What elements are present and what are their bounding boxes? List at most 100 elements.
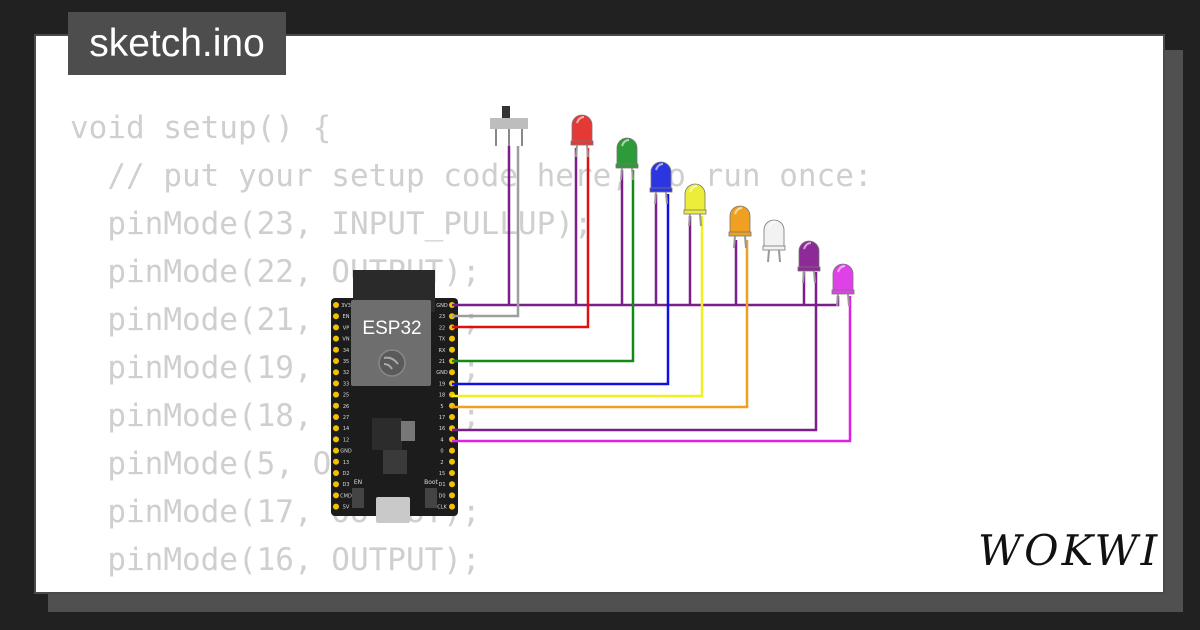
pin-label: 3V3 [341, 303, 351, 309]
en-button[interactable] [352, 488, 364, 508]
pin-label: 12 [343, 437, 349, 443]
pin-label: GND [340, 449, 352, 455]
pin-label: 15 [439, 471, 445, 477]
pin-label: 27 [343, 415, 349, 421]
pin-3V3[interactable] [333, 302, 339, 308]
pin-label: TX [438, 337, 446, 343]
pin-34[interactable] [333, 346, 339, 353]
wire[interactable] [452, 146, 520, 318]
wires [452, 146, 852, 443]
led-yellow[interactable] [683, 183, 707, 227]
pin-CMD[interactable] [333, 492, 339, 499]
pin-label: GND [436, 370, 448, 376]
pin-label: GND [436, 303, 448, 309]
pin-D3[interactable] [333, 481, 339, 488]
pin-33[interactable] [333, 380, 339, 387]
boot-label: Boot [424, 479, 438, 486]
code-line: pinMode(4, OUTPUT); [70, 584, 873, 592]
pin-label: 21 [439, 359, 445, 365]
boot-button[interactable] [425, 488, 437, 508]
chip-shield [351, 300, 431, 386]
filename-tab[interactable]: sketch.ino [68, 12, 286, 75]
esp32-board[interactable]: ESP32 EN Boot 3V3ENVPVN34353233252627141… [331, 270, 458, 523]
pin-17[interactable] [449, 414, 455, 420]
usb-chip [383, 450, 407, 474]
pin-D2[interactable] [333, 470, 339, 476]
pin-35[interactable] [333, 358, 339, 364]
slide-switch-icon[interactable] [490, 106, 528, 146]
wire[interactable] [452, 272, 818, 432]
pin-label: 25 [343, 393, 349, 399]
pin-GND[interactable] [449, 369, 455, 376]
pin-D0[interactable] [449, 492, 455, 499]
pin-label: 22 [439, 325, 445, 331]
led-white[interactable] [762, 219, 786, 263]
pin-5V[interactable] [333, 503, 339, 510]
code-card: void setup() { // put your setup code he… [34, 34, 1165, 594]
wire[interactable] [452, 240, 749, 409]
pin-12[interactable] [333, 436, 339, 443]
pin-label: 23 [439, 314, 445, 320]
pin-label: 4 [440, 437, 443, 443]
pin-VN[interactable] [333, 335, 339, 342]
led-red[interactable] [570, 114, 594, 158]
pin-RX[interactable] [449, 346, 455, 353]
left-pin-header: 3V3ENVPVN343532332526271412GND13D2D3CMD5… [333, 302, 352, 511]
wire[interactable] [452, 170, 635, 363]
pin-label: D1 [438, 482, 445, 488]
smd-part [401, 421, 415, 441]
pin-13[interactable] [333, 458, 339, 465]
code-line: // put your setup code here, to run once… [70, 158, 873, 194]
code-line: pinMode(23, INPUT_PULLUP); [70, 206, 593, 242]
pin-CLK[interactable] [449, 503, 455, 510]
espressif-icon [378, 349, 406, 377]
pin-label: D3 [342, 482, 349, 488]
pin-EN[interactable] [333, 313, 339, 320]
pin-26[interactable] [333, 402, 339, 409]
pin-label: 19 [439, 381, 445, 387]
pin-0[interactable] [449, 447, 455, 454]
led-orange[interactable] [728, 205, 752, 249]
led-purple[interactable] [797, 240, 821, 284]
filename-label: sketch.ino [89, 21, 265, 65]
led-green[interactable] [615, 137, 639, 181]
pin-15[interactable] [449, 470, 455, 476]
pin-label: 35 [343, 359, 349, 365]
pin-25[interactable] [333, 391, 339, 398]
usb-port[interactable] [376, 497, 410, 523]
wire[interactable] [452, 296, 852, 443]
pin-label: VN [342, 337, 349, 343]
pin-label: D2 [342, 471, 349, 477]
pin-label: 5 [440, 404, 443, 410]
wire[interactable] [452, 148, 590, 329]
pin-2[interactable] [449, 458, 455, 465]
pin-label: 16 [439, 426, 445, 432]
pin-label: RX [439, 348, 446, 354]
pin-GND[interactable] [333, 447, 339, 454]
pin-32[interactable] [333, 369, 339, 376]
pin-D1[interactable] [449, 481, 455, 488]
pin-label: 18 [439, 393, 445, 399]
pin-VP[interactable] [333, 324, 339, 331]
pin-14[interactable] [333, 425, 339, 432]
pin-label: 34 [343, 348, 349, 354]
pin-label: CMD [340, 493, 352, 499]
pin-label: 2 [440, 460, 443, 466]
pin-label: 0 [440, 449, 443, 455]
wire[interactable] [452, 194, 670, 386]
chip-label: ESP32 [362, 318, 421, 339]
code-line: void setup() { [70, 110, 332, 146]
pin-label: 32 [343, 370, 349, 376]
pin-label: 5V [343, 505, 350, 511]
pin-label: VP [343, 325, 349, 331]
pin-label: CLK [437, 505, 447, 511]
pin-label: EN [343, 314, 350, 320]
led-magenta[interactable] [831, 263, 855, 307]
pin-label: 17 [439, 415, 445, 421]
wire[interactable] [452, 216, 704, 398]
pin-27[interactable] [333, 414, 339, 420]
led-blue[interactable] [649, 161, 673, 205]
pin-TX[interactable] [449, 335, 455, 342]
